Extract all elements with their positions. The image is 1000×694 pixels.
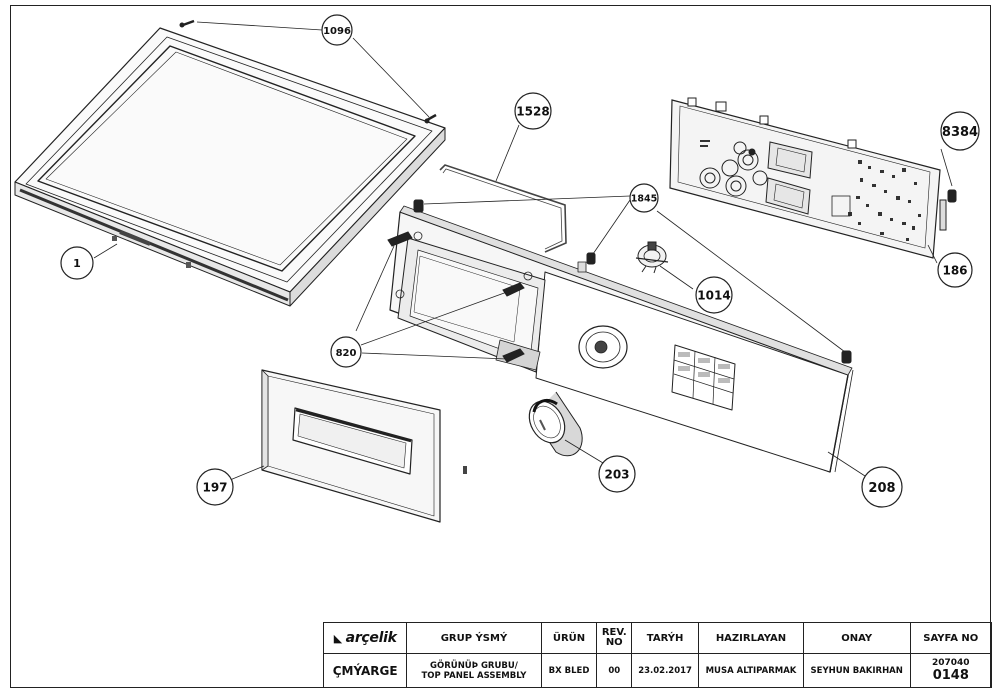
brand-logo-cell: ◣ arçelik (322, 622, 408, 654)
header-approval: ONAY (802, 622, 911, 654)
leader-lines (93, 21, 953, 481)
callout-1845: 1845 (629, 183, 659, 213)
callout-8384: 8384 (940, 111, 980, 151)
callout-186-label: 186 (942, 264, 967, 278)
callout-1014: 1014 (695, 276, 733, 314)
part-electronic-card (669, 97, 947, 259)
callout-208: 208 (861, 466, 903, 508)
department-value: ÇMÝARGE (322, 653, 408, 688)
part-potentiometer (635, 241, 669, 274)
callout-1014-label: 1014 (697, 289, 730, 303)
callout-208-label: 208 (868, 481, 895, 496)
callout-186: 186 (937, 252, 973, 288)
callout-820-label: 820 (336, 348, 357, 359)
header-product: ÜRÜN (540, 622, 598, 654)
callout-1528: 1528 (514, 92, 552, 130)
part-drawer-front (261, 369, 467, 523)
callout-197-label: 197 (202, 481, 227, 495)
prepared-by-value: MUSA ALTIPARMAK (698, 653, 804, 688)
group-name-line1: GÖRÜNÜÞ GRUBU/ (430, 660, 518, 671)
callout-1096-label: 1096 (323, 26, 351, 37)
page-number: 0148 (932, 668, 969, 683)
part-wire-rod (439, 164, 567, 253)
arcelik-logo-icon: ◣ (333, 632, 343, 645)
group-name-line2: TOP PANEL ASSEMBLY (421, 670, 527, 681)
callout-203: 203 (598, 455, 636, 493)
header-date: TARÝH (631, 622, 700, 654)
page-prefix: 207040 (932, 658, 970, 668)
product-value: BX BLED (540, 653, 598, 688)
part-knob (528, 391, 583, 457)
callout-1: 1 (60, 246, 94, 280)
callout-820: 820 (330, 336, 362, 368)
title-block: ◣ arçelik GRUP ÝSMÝ ÜRÜN REV. NO TARÝH H… (322, 622, 993, 688)
title-block-header-row: ◣ arçelik GRUP ÝSMÝ ÜRÜN REV. NO TARÝH H… (322, 622, 993, 654)
callout-203-label: 203 (604, 468, 629, 482)
approval-value: SEYHUN BAKIRHAN (802, 653, 911, 688)
part-screws (387, 189, 957, 364)
callout-1-label: 1 (73, 257, 81, 270)
page-number-value: 207040 0148 (909, 653, 993, 688)
title-block-value-row: ÇMÝARGE GÖRÜNÜÞ GRUBU/ TOP PANEL ASSEMBL… (322, 653, 993, 688)
callout-1096: 1096 (321, 14, 353, 46)
group-name-value: GÖRÜNÜÞ GRUBU/ TOP PANEL ASSEMBLY (406, 653, 542, 688)
callout-197: 197 (196, 468, 234, 506)
header-group-name: GRUP ÝSMÝ (406, 622, 542, 654)
brand-logo-text: arçelik (345, 630, 397, 646)
header-prepared-by: HAZIRLAYAN (698, 622, 804, 654)
callout-1845-label: 1845 (631, 194, 657, 205)
part-top-lid (14, 19, 446, 307)
drawing-border (10, 5, 991, 688)
header-revision: REV. NO (596, 622, 633, 654)
header-revision-line1: REV. (601, 627, 627, 638)
callout-8384-label: 8384 (942, 125, 978, 140)
header-revision-line2: NO (605, 637, 623, 648)
callout-1528-label: 1528 (516, 105, 549, 119)
date-value: 23.02.2017 (631, 653, 700, 688)
part-control-panel (389, 205, 854, 473)
header-page-no: SAYFA NO (909, 622, 993, 654)
revision-value: 00 (596, 653, 633, 688)
